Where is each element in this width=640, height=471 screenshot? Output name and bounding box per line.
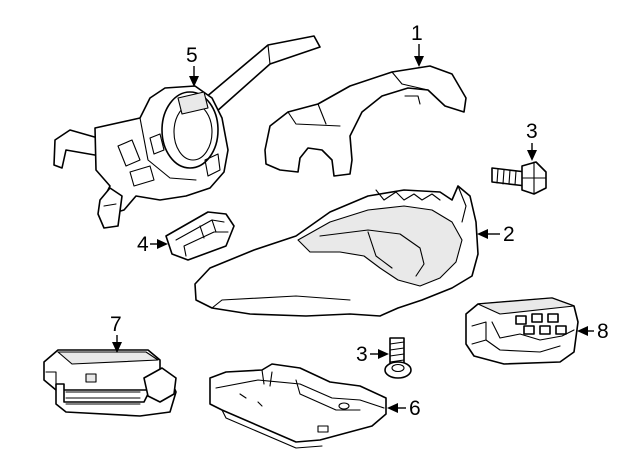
part-3-screw-upper[interactable] — [491, 161, 547, 195]
callout-label-8: 8 — [597, 320, 609, 343]
part-3-screw-lower[interactable] — [384, 337, 412, 379]
callout-1: 1 — [411, 22, 424, 67]
callout-label-3-upper: 3 — [526, 120, 538, 143]
callout-label-7: 7 — [110, 313, 122, 336]
part-6-mounting-bracket[interactable] — [209, 363, 387, 449]
callout-3-lower: 3 — [356, 343, 389, 366]
part-7-control-module[interactable] — [43, 349, 177, 417]
part-1-upper-column-shroud[interactable] — [264, 65, 467, 177]
callout-4: 4 — [137, 233, 168, 256]
callout-8: 8 — [577, 320, 609, 343]
callout-2: 2 — [477, 223, 515, 246]
callout-5: 5 — [186, 44, 199, 87]
callout-7: 7 — [110, 313, 122, 353]
callout-label-1: 1 — [411, 22, 423, 45]
callout-6: 6 — [387, 397, 421, 420]
part-5-combination-switch[interactable] — [53, 35, 321, 229]
part-4-cover-insert[interactable] — [165, 211, 235, 261]
callout-label-6: 6 — [409, 397, 421, 420]
part-2-lower-column-shroud[interactable] — [194, 185, 479, 317]
callout-label-5: 5 — [186, 44, 198, 67]
callout-label-3-lower: 3 — [356, 343, 368, 366]
callout-label-4: 4 — [137, 233, 149, 256]
callout-3-upper: 3 — [526, 120, 538, 161]
callout-label-2: 2 — [503, 223, 515, 246]
part-8-connector-block[interactable] — [465, 297, 579, 365]
